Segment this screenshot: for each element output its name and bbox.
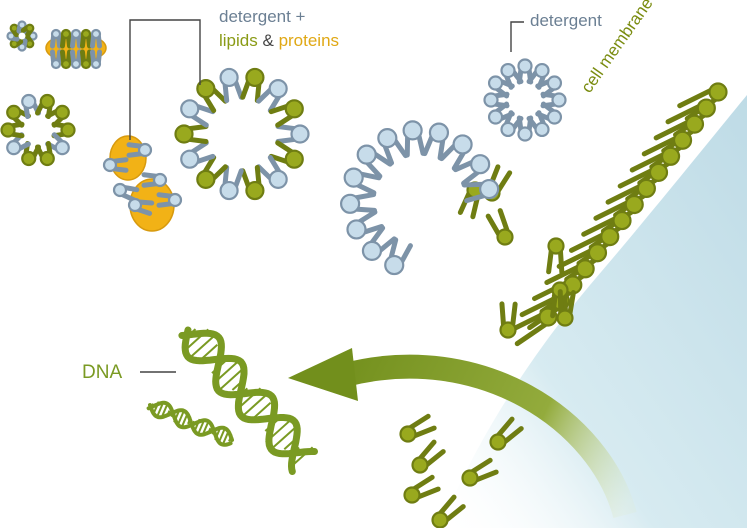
leader-detergent (511, 22, 524, 52)
mixed-micelle-small (2, 95, 75, 165)
detergent-half-micelle (341, 121, 498, 274)
dna-strands (149, 329, 315, 471)
membrane-lipid (401, 416, 435, 441)
mixed-micelle-tiny (8, 22, 37, 51)
detergent-molecule (221, 167, 242, 199)
dna-helix-large (182, 329, 315, 471)
label-detergent: detergent (530, 12, 602, 29)
label-leaders (130, 20, 524, 372)
protein-small (46, 30, 106, 68)
label-lipids: lipids (219, 31, 258, 50)
label-detergent-lipids-proteins: detergent + lipids & proteins (219, 5, 339, 53)
dna-helix-small (149, 402, 232, 445)
lipid-molecule (243, 69, 264, 101)
label-ampersand: & (262, 31, 273, 50)
label-dna: DNA (82, 363, 122, 382)
detergent-molecule (278, 126, 309, 143)
label-proteins: proteins (279, 31, 339, 50)
lipid-molecule (243, 167, 264, 199)
mixed-micelle-large (176, 69, 309, 199)
lipid-molecule (176, 126, 207, 143)
membrane-lipid (413, 442, 444, 472)
detergent-molecule (404, 121, 423, 155)
detergent-molecule (221, 69, 242, 101)
release-arrowhead (288, 348, 358, 401)
detergent-micelle (485, 60, 566, 141)
free-lipid (501, 304, 516, 338)
label-detergent-plus: detergent + (219, 7, 306, 26)
membrane-lipid (405, 477, 439, 502)
free-lipid (549, 239, 564, 273)
detergent-molecule (341, 195, 374, 213)
free-lipid (488, 211, 512, 245)
leader-detergent-lipids-proteins (130, 20, 200, 140)
